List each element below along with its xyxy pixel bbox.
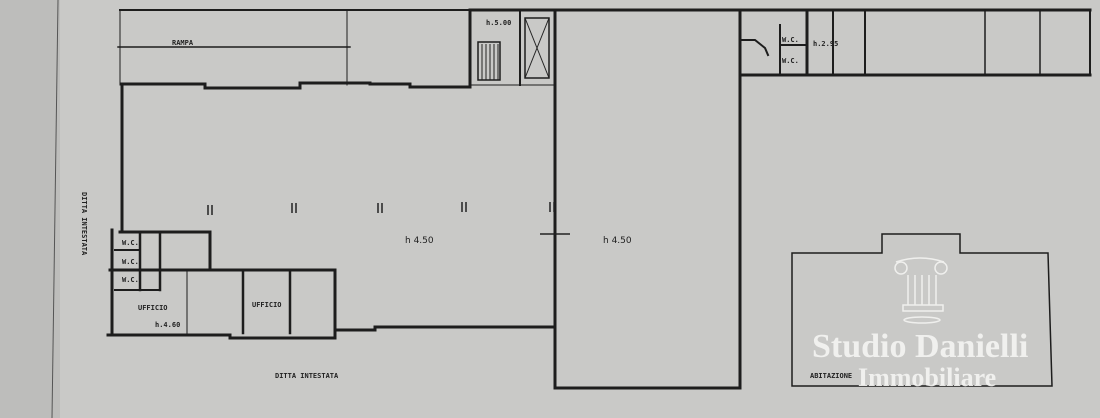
ramp-label: RAMPA — [172, 39, 194, 47]
room-labels: RAMPA h.5.00 h.2.95 W.C. W.C. W.C. W.C. … — [80, 19, 852, 380]
hall-height-label: h 4.50 — [405, 236, 434, 246]
wc-label: W.C. — [122, 276, 139, 284]
wc-label: W.C. — [122, 239, 139, 247]
stair-height-label: h.5.00 — [486, 19, 511, 27]
paper-border — [51, 0, 59, 418]
watermark: Studio Danielli Immobiliare — [812, 257, 1028, 392]
watermark-name: Studio Danielli — [812, 328, 1028, 365]
column-capital-logo — [894, 257, 948, 324]
office-height-label: h.4.60 — [155, 321, 180, 329]
office-label: UFFICIO — [252, 301, 282, 309]
walls — [106, 8, 1092, 390]
office-label: UFFICIO — [138, 304, 168, 312]
wc-label: W.C. — [782, 57, 799, 65]
neighbor-label-bottom: DITTA INTESTATA — [275, 372, 339, 380]
wc-label: W.C. — [782, 36, 799, 44]
hall-height-label: h 4.50 — [603, 236, 632, 246]
residence-label: ABITAZIONE — [810, 372, 852, 380]
neighbor-label-left: DITTA INTESTATA — [80, 192, 88, 256]
wing-height-label: h.2.95 — [813, 40, 838, 48]
paper-edge — [0, 0, 60, 418]
watermark-subtitle: Immobiliare — [858, 363, 996, 392]
wc-label: W.C. — [122, 258, 139, 266]
